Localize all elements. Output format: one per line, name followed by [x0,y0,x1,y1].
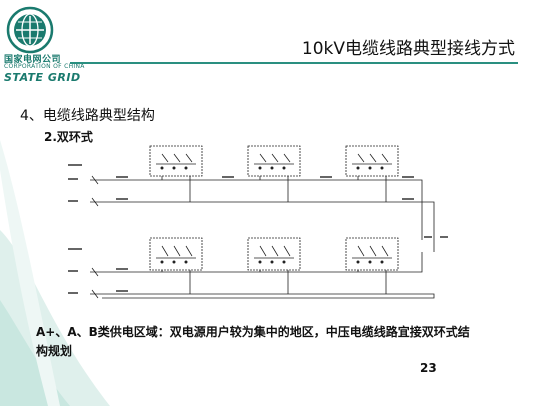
slide-title: 10kV电缆线路典型接线方式 [301,39,515,59]
ring-unit [247,145,301,177]
logo-name-cn: 国家电网公司 [4,55,62,65]
subsection-heading: 2.双环式 [44,130,93,144]
ring-unit [149,145,203,177]
page-number: 23 [420,361,437,375]
logo-name-en: STATE GRID [4,71,81,84]
logo-name-en-small: CORPORATION OF CHINA [4,63,85,70]
ring-unit [149,237,203,271]
section-heading: 4、电缆线路典型结构 [20,108,155,124]
ring-unit [247,237,301,271]
ring-unit [345,145,399,177]
planning-note: A+、A、B类供电区域：双电源用户较为集中的地区，中压电缆线路宜接双环式结构规划 [36,325,470,358]
double-ring-wiring-diagram [68,145,448,299]
state-grid-logo-icon [6,6,54,54]
ring-unit [345,237,399,271]
title-divider [70,62,518,64]
